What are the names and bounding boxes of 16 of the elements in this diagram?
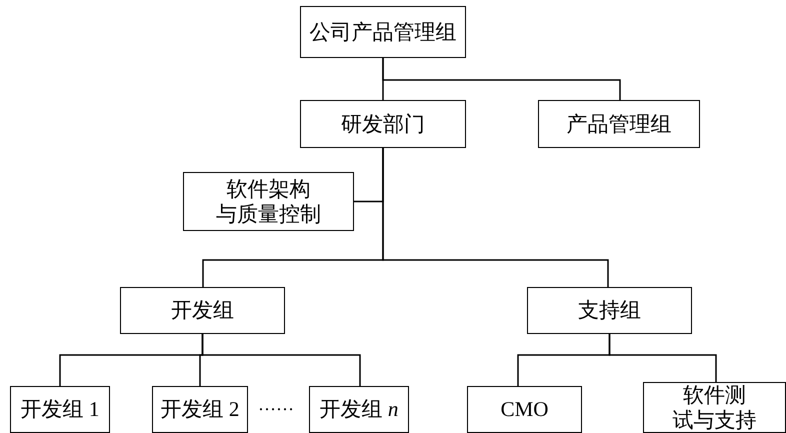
org-box: 开发组 1	[10, 386, 110, 433]
connector-line	[382, 148, 609, 287]
connector-line	[382, 58, 621, 100]
org-box: 支持组	[527, 287, 692, 334]
connector-line	[608, 334, 717, 382]
org-box: CMO	[467, 386, 582, 433]
ellipsis-text: ……	[258, 394, 294, 415]
org-box: 产品管理组	[538, 100, 700, 148]
org-box: 软件架构与质量控制	[183, 172, 354, 231]
connector-line	[202, 334, 361, 386]
org-box: 软件测试与支持	[643, 382, 786, 433]
org-box: 开发组 n	[309, 386, 409, 433]
org-box: 开发组 2	[152, 386, 248, 433]
org-box: 公司产品管理组	[300, 6, 466, 58]
org-box: 开发组	[120, 287, 285, 334]
org-box: 研发部门	[300, 100, 466, 148]
